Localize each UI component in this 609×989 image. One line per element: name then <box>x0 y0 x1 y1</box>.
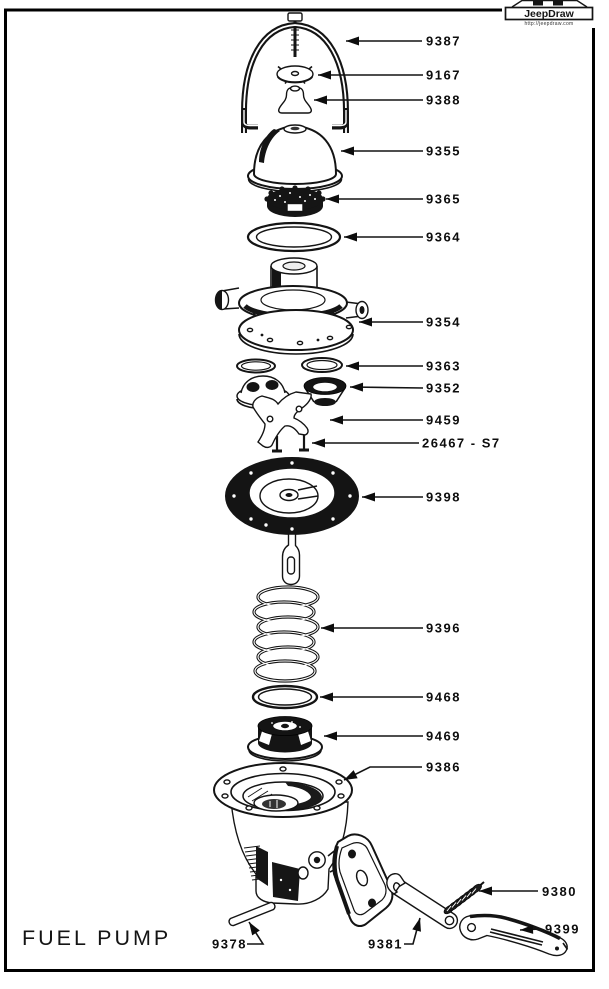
callout-9352: 9352 <box>349 381 461 396</box>
part-number-label: 9352 <box>426 381 461 396</box>
callout-9399: 9399 <box>519 922 580 937</box>
part-9388-valve-drawing <box>277 85 313 114</box>
part-9469-seal-retainer-drawing <box>247 716 323 762</box>
callout-9167: 9167 <box>318 68 461 83</box>
part-number-label: 9381 <box>368 937 403 952</box>
part-number-label: 9396 <box>426 621 461 636</box>
leader-line <box>247 921 265 945</box>
leader-line <box>404 917 421 945</box>
callout-9398: 9398 <box>362 490 461 505</box>
callout-9355: 9355 <box>341 144 461 159</box>
part-number-label: 9388 <box>426 93 461 108</box>
part-number-label: 9167 <box>426 68 461 83</box>
callout-9378: 9378 <box>212 921 265 952</box>
part-number-label: 9355 <box>426 144 461 159</box>
part-number-label: 9386 <box>426 760 461 775</box>
part-number-label: 9468 <box>426 690 461 705</box>
callout-9365: 9365 <box>326 192 461 207</box>
part-9387-bail-drawing <box>241 12 349 133</box>
part-number-label: 9363 <box>426 359 461 374</box>
callout-9380: 9380 <box>479 884 577 899</box>
part-9365-filter-screen-drawing <box>264 185 326 217</box>
part-9364-gasket-drawing <box>246 221 342 253</box>
part-9398-diaphragm-drawing <box>225 457 359 586</box>
callout-9363: 9363 <box>346 359 461 374</box>
part-9378-pin-drawing <box>228 901 276 927</box>
part-number-label: 26467 - S7 <box>422 436 501 451</box>
callout-9459: 9459 <box>330 413 461 428</box>
part-number-label: 9378 <box>212 937 247 952</box>
part-9167-thumb-nut-drawing <box>276 65 314 84</box>
page-border <box>4 8 595 972</box>
callout-9354: 9354 <box>359 315 461 330</box>
part-9396-spring-drawing <box>252 585 320 683</box>
diagram-title: FUEL PUMP <box>22 926 171 950</box>
jeepdraw-logo: JeepDraw http://jeepdraw.com <box>502 0 596 28</box>
leader-line <box>343 766 422 781</box>
callout-26467-s7: 26467 - S7 <box>312 436 501 451</box>
part-9459-retainer-fork-drawing <box>252 391 312 449</box>
callout-9386: 9386 <box>343 760 461 781</box>
part-9352-valve-cup-drawing <box>303 377 347 406</box>
leader-line <box>519 924 542 934</box>
logo-box <box>504 6 594 21</box>
callout-9388: 9388 <box>314 93 461 108</box>
part-9399-rocker-arm-drawing <box>459 913 569 957</box>
part-9355-dome-cover-drawing <box>247 124 343 193</box>
part-9380-spring-drawing <box>443 881 485 915</box>
leader-line <box>349 382 424 392</box>
logo-name: JeepDraw <box>524 8 574 20</box>
part-9381-link-drawing <box>386 873 459 930</box>
part-number-label: 9399 <box>545 922 580 937</box>
jeep-icon <box>511 0 588 8</box>
callout-9469: 9469 <box>324 729 461 744</box>
part-9354-upper-body-drawing <box>214 257 369 355</box>
part-9386-lower-body-drawing <box>213 762 394 927</box>
callout-9381: 9381 <box>368 917 421 952</box>
part-number-label: 9364 <box>426 230 461 245</box>
part-number-label: 9398 <box>426 490 461 505</box>
part-26467-s7-screws-drawing <box>272 435 309 453</box>
callout-9364: 9364 <box>344 230 461 245</box>
logo-url: http://jeepdraw.com <box>524 21 573 27</box>
callout-9468: 9468 <box>320 690 461 705</box>
part-number-label: 9354 <box>426 315 461 330</box>
callout-9396: 9396 <box>321 621 461 636</box>
part-number-label: 9387 <box>426 34 461 49</box>
part-number-label: 9365 <box>426 192 461 207</box>
part-number-label: 9380 <box>542 884 577 899</box>
part-9363-gaskets-drawing <box>236 357 343 374</box>
part-number-label: 9459 <box>426 413 461 428</box>
part-9468-seal-ring-drawing <box>251 684 319 710</box>
callouts: 9387 9167 9388 9355 9365 9364 9354 9363 <box>212 34 580 952</box>
part-number-label: 9469 <box>426 729 461 744</box>
callout-9387: 9387 <box>346 34 461 49</box>
